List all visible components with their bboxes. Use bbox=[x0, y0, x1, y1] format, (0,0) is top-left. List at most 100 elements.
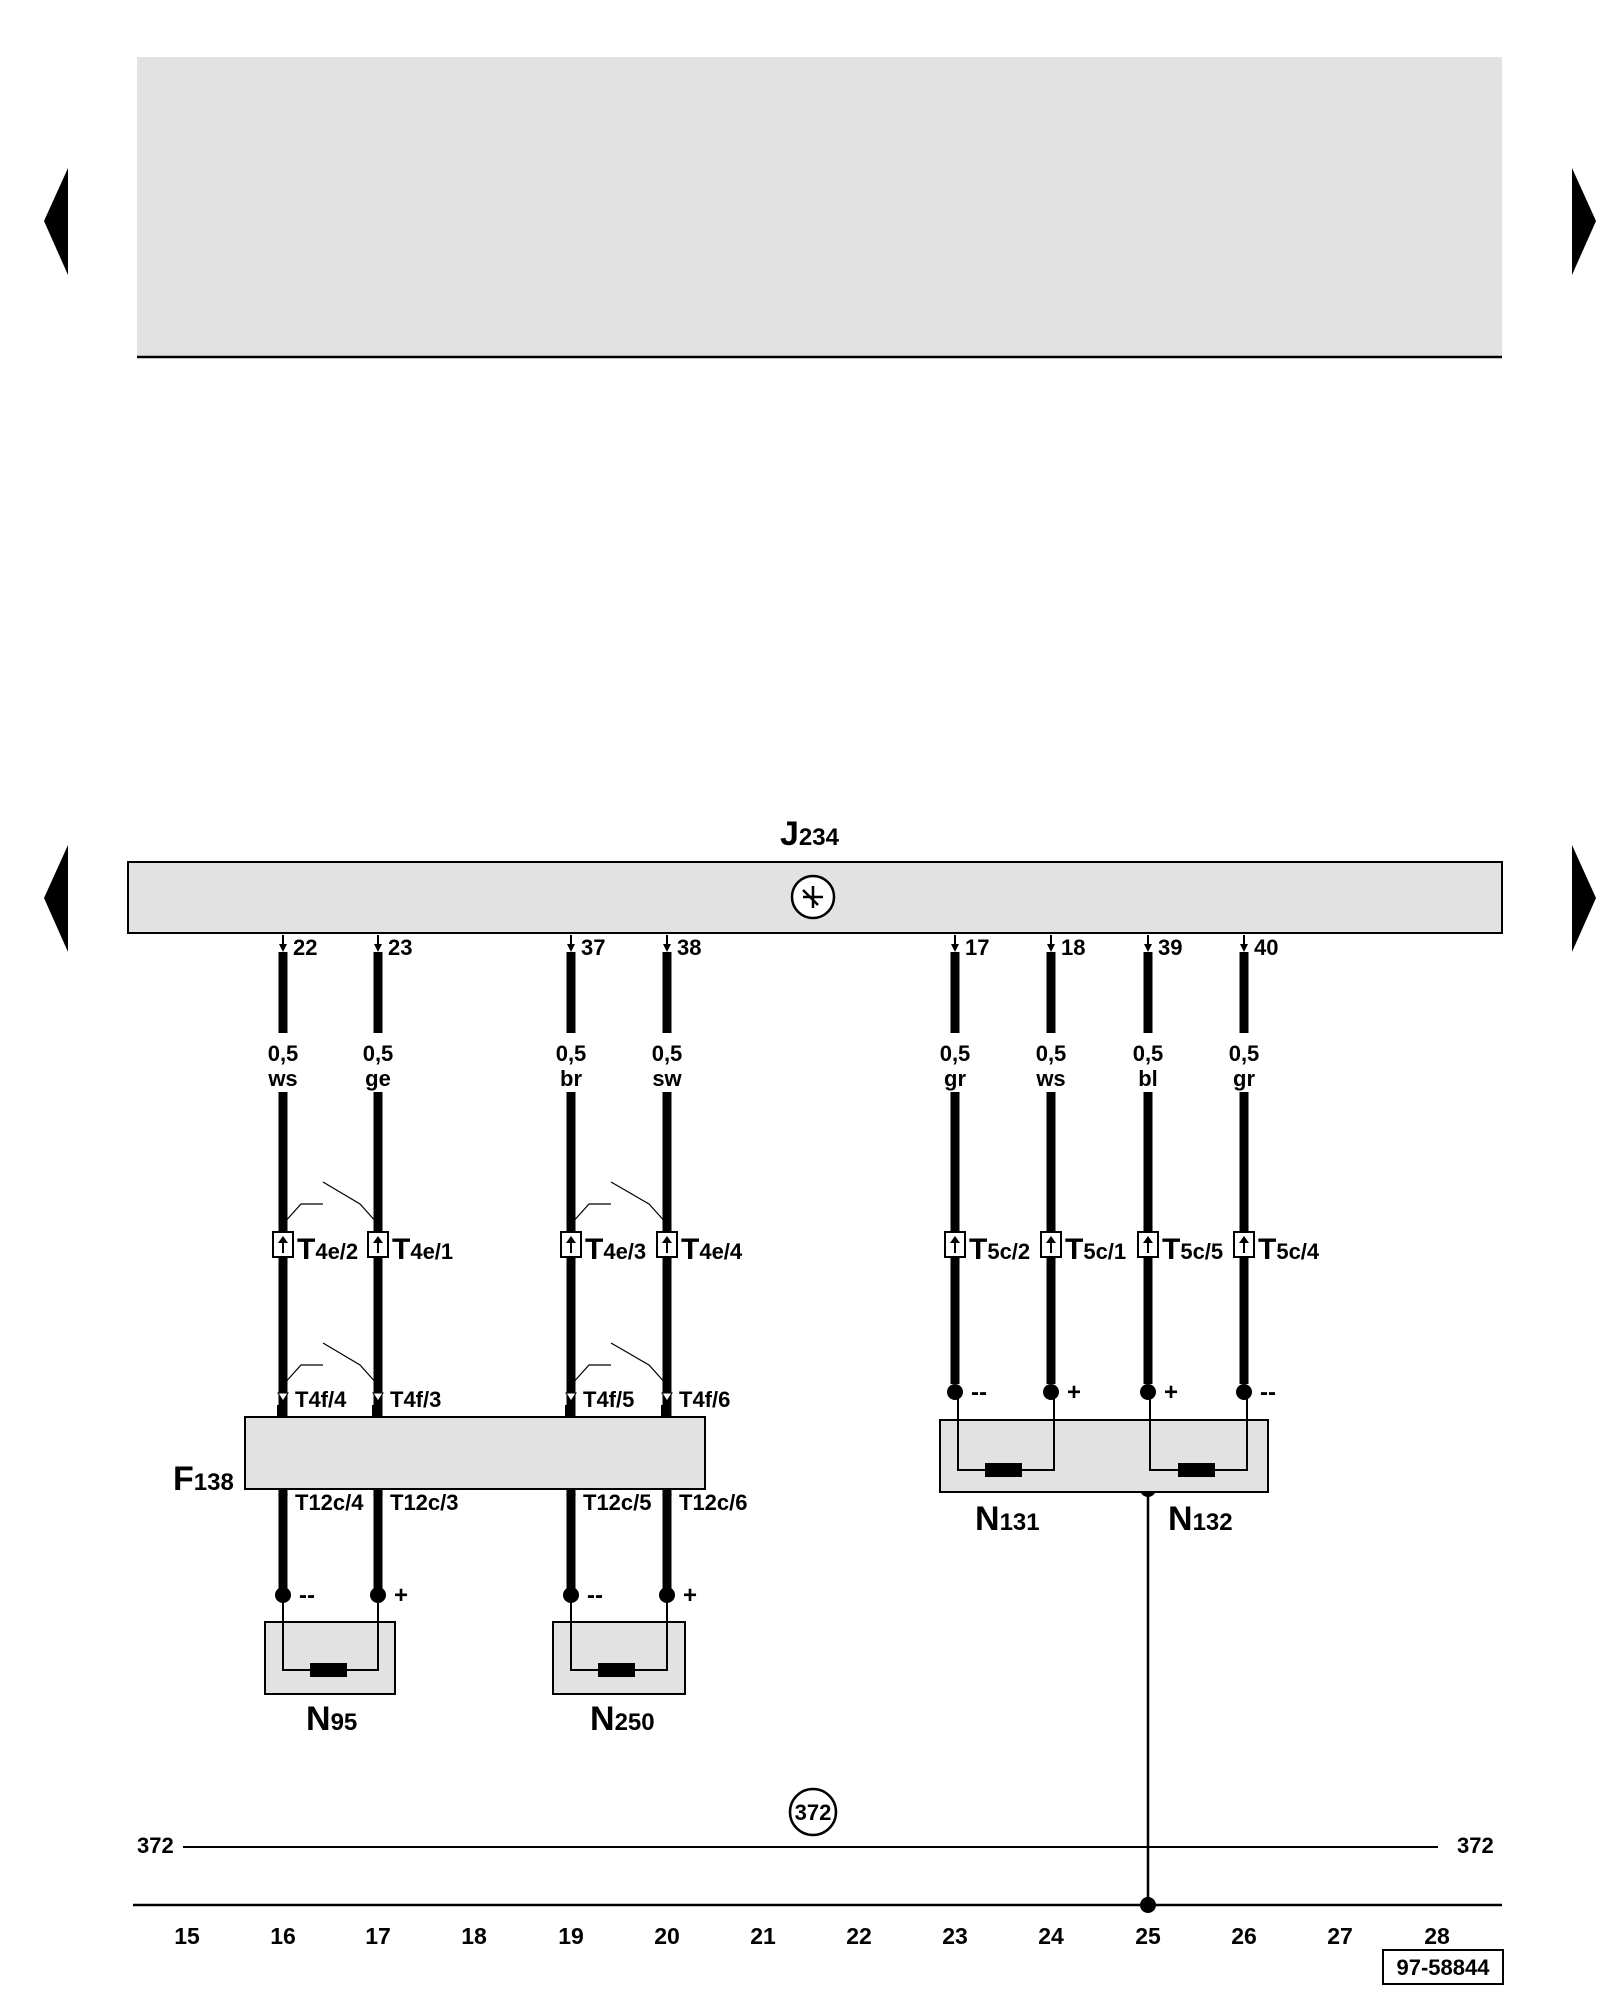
pin-arrowhead-c3 bbox=[567, 944, 575, 952]
connector-label-c7: T5c/5 bbox=[1162, 1233, 1223, 1266]
top-blank-panel bbox=[137, 57, 1502, 357]
connector-t4f-c2: T4f/3 bbox=[390, 1387, 441, 1412]
component-f138-box[interactable] bbox=[244, 1416, 706, 1490]
control-unit-label: J234 bbox=[780, 815, 840, 853]
arrow-t4f-c3 bbox=[565, 1392, 577, 1402]
pin-arrowhead-c2 bbox=[374, 944, 382, 952]
track-number: 26 bbox=[1231, 1923, 1257, 1949]
connector-pinhead-c1 bbox=[278, 1236, 288, 1243]
terminal-dot-c6 bbox=[1043, 1384, 1059, 1400]
connector-t4f-c3: T4f/5 bbox=[583, 1387, 634, 1412]
component-n250-box[interactable] bbox=[552, 1621, 686, 1695]
component-n95-label: N95 bbox=[306, 1700, 357, 1738]
connector-t12c-c2: T12c/3 bbox=[390, 1490, 459, 1515]
ground-line-left-label: 372 bbox=[137, 1833, 174, 1858]
track-number: 16 bbox=[270, 1923, 296, 1949]
n132-resistor-icon bbox=[1149, 1392, 1248, 1477]
track-number: 15 bbox=[174, 1923, 200, 1949]
ground-point-circle bbox=[788, 1787, 838, 1837]
component-n250-label: N250 bbox=[590, 1700, 655, 1738]
connector-pinhead-c7 bbox=[1143, 1236, 1153, 1243]
wire-color-c5: gr bbox=[944, 1066, 966, 1091]
pin-arrowhead-c8 bbox=[1240, 944, 1248, 952]
wire-gauge-c6: 0,5 bbox=[1036, 1041, 1067, 1066]
n95-resistor-icon bbox=[282, 1595, 379, 1677]
pin-number-c4: 38 bbox=[677, 935, 701, 960]
connector-t12c-c3: T12c/5 bbox=[583, 1490, 652, 1515]
terminal-dot-c5 bbox=[947, 1384, 963, 1400]
wire-color-c7: bl bbox=[1138, 1066, 1158, 1091]
terminal-dot-c7 bbox=[1140, 1384, 1156, 1400]
connector-label-c3: T4e/3 bbox=[585, 1233, 646, 1266]
n131-resistor-icon bbox=[957, 1392, 1055, 1477]
pin-number-c6: 18 bbox=[1061, 935, 1085, 960]
pin-arrowhead-c4 bbox=[663, 944, 671, 952]
arrow-t12c-c1 bbox=[278, 1494, 288, 1502]
component-n131-n132-box[interactable] bbox=[939, 1419, 1269, 1493]
nav-next-bottom-arrow[interactable] bbox=[1572, 845, 1596, 952]
arrow-t4f-c4 bbox=[661, 1392, 673, 1402]
track-number: 17 bbox=[365, 1923, 391, 1949]
connector-t12c-c4: T12c/6 bbox=[679, 1490, 748, 1515]
component-n95-box[interactable] bbox=[264, 1621, 396, 1695]
polarity-c7: + bbox=[1164, 1379, 1178, 1406]
connector-pinhead-c5 bbox=[950, 1236, 960, 1243]
connector-label-c4: T4e/4 bbox=[681, 1233, 743, 1266]
connector-pinhead-c4 bbox=[662, 1236, 672, 1243]
pin-number-c7: 39 bbox=[1158, 935, 1182, 960]
shield-mark-right-1-0 bbox=[610, 1181, 668, 1225]
figure-id: 97-58844 bbox=[1397, 1955, 1491, 1980]
wire-gauge-c7: 0,5 bbox=[1133, 1041, 1164, 1066]
nav-prev-bottom-arrow[interactable] bbox=[44, 845, 68, 952]
arrow-t12c-c3 bbox=[566, 1494, 576, 1502]
track-number: 20 bbox=[654, 1923, 680, 1949]
arrow-t4f-c1 bbox=[277, 1392, 289, 1402]
wire-color-c1: ws bbox=[267, 1066, 297, 1091]
wire-gauge-c2: 0,5 bbox=[363, 1041, 394, 1066]
arrow-t12c-c2 bbox=[373, 1494, 383, 1502]
arrow-t4f-c2 bbox=[372, 1392, 384, 1402]
pin-arrowhead-c7 bbox=[1144, 944, 1152, 952]
polarity-c2: + bbox=[394, 1582, 408, 1609]
wire-gauge-c3: 0,5 bbox=[556, 1041, 587, 1066]
polarity-c3: -- bbox=[587, 1582, 603, 1609]
track-number: 19 bbox=[558, 1923, 584, 1949]
shield-mark-left-1-0 bbox=[570, 1203, 611, 1225]
connector-t4f-c4: T4f/6 bbox=[679, 1387, 730, 1412]
n250-resistor-icon bbox=[570, 1595, 668, 1677]
pin-arrowhead-c5 bbox=[951, 944, 959, 952]
track-number: 18 bbox=[461, 1923, 487, 1949]
shield-mark-right-0-0 bbox=[322, 1181, 379, 1225]
connector-pinhead-c2 bbox=[373, 1236, 383, 1243]
pin-number-c2: 23 bbox=[388, 935, 412, 960]
track-number: 28 bbox=[1424, 1923, 1450, 1949]
wire-gauge-c5: 0,5 bbox=[940, 1041, 971, 1066]
wire-color-c6: ws bbox=[1035, 1066, 1065, 1091]
component-f138-label: F138 bbox=[173, 1460, 234, 1498]
wire-gauge-c8: 0,5 bbox=[1229, 1041, 1260, 1066]
pin-number-c8: 40 bbox=[1254, 935, 1278, 960]
component-n131-label: N131 bbox=[975, 1500, 1040, 1538]
wire-color-c2: ge bbox=[365, 1066, 391, 1091]
connector-label-c6: T5c/1 bbox=[1065, 1233, 1126, 1266]
shield-mark-left-0-0 bbox=[282, 1203, 323, 1225]
connector-t12c-c1: T12c/4 bbox=[295, 1490, 364, 1515]
wire-gauge-c1: 0,5 bbox=[268, 1041, 299, 1066]
connector-label-c5: T5c/2 bbox=[969, 1233, 1030, 1266]
pin-number-c1: 22 bbox=[293, 935, 317, 960]
pin-arrowhead-c6 bbox=[1047, 944, 1055, 952]
nav-prev-top-arrow[interactable] bbox=[44, 168, 68, 275]
wire-color-c3: br bbox=[560, 1066, 582, 1091]
terminal-dot-c8 bbox=[1236, 1384, 1252, 1400]
track-number: 23 bbox=[942, 1923, 968, 1949]
pin-number-c3: 37 bbox=[581, 935, 605, 960]
nav-next-top-arrow[interactable] bbox=[1572, 168, 1596, 275]
track-number: 22 bbox=[846, 1923, 872, 1949]
shield-mark-right-0-1 bbox=[322, 1342, 379, 1386]
connector-label-c1: T4e/2 bbox=[297, 1233, 358, 1266]
connector-t4f-c1: T4f/4 bbox=[295, 1387, 347, 1412]
connector-pinhead-c3 bbox=[566, 1236, 576, 1243]
connector-pinhead-c6 bbox=[1046, 1236, 1056, 1243]
pin-number-c5: 17 bbox=[965, 935, 989, 960]
track-number: 25 bbox=[1135, 1923, 1161, 1949]
